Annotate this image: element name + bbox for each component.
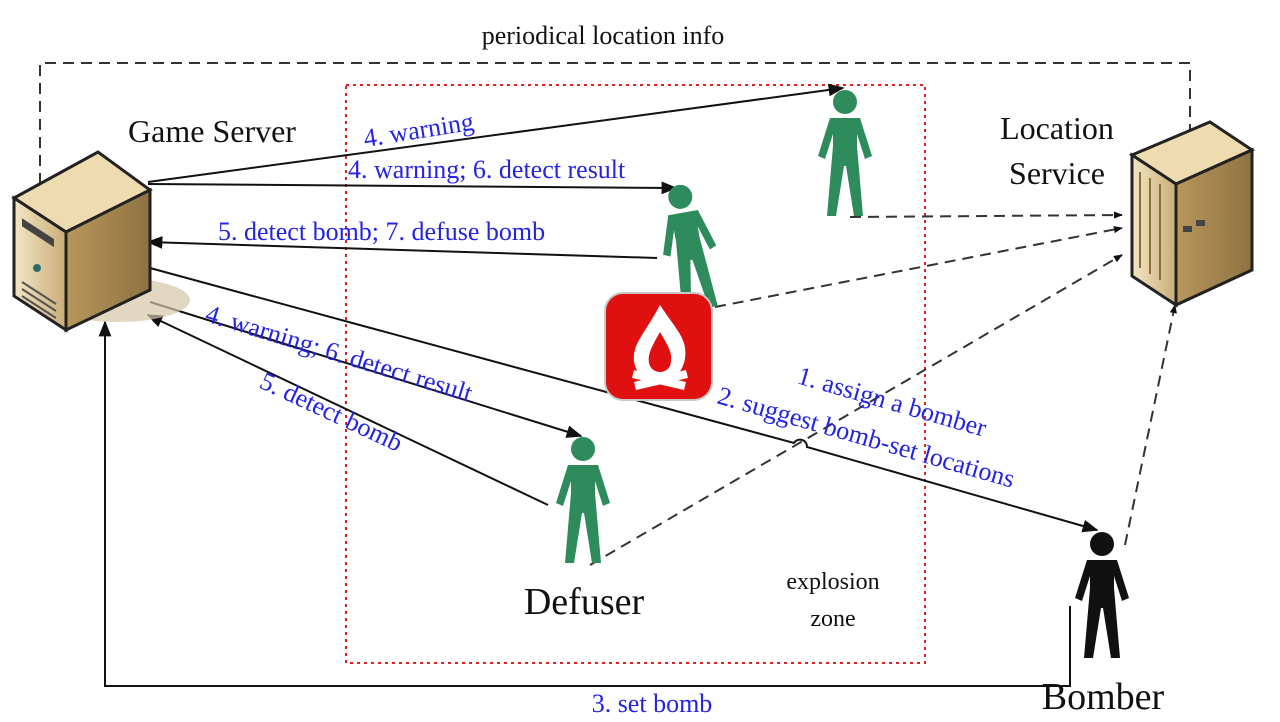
explosion-zone-label-line2: zone (810, 606, 855, 632)
bomber-person-icon (1075, 532, 1129, 658)
server-icon (11, 150, 190, 333)
bomber-label: Bomber (1042, 676, 1165, 718)
explosion-zone-boundary (345, 84, 926, 664)
message-warning-detect-result-mid: 4. warning; 6. detect result (348, 155, 626, 184)
location-report-line (1124, 304, 1177, 546)
location-server-icon (1128, 120, 1256, 308)
periodical-location-info-path (39, 62, 1194, 220)
message-warning-detect-result-low: 4. warning; 6. detect result (202, 299, 476, 408)
arrow-detect-bomb-low (146, 314, 549, 506)
location-report-line (714, 226, 1123, 308)
game-server-label: Game Server (128, 113, 296, 149)
explosion-zone-label-line1: explosion (786, 569, 879, 595)
arrow-assign-bomber (149, 267, 1099, 533)
location-report-line (589, 254, 1123, 566)
message-set-bomb: 3. set bomb (592, 689, 713, 718)
defuser-label: Defuser (524, 581, 645, 623)
message-detect-defuse: 5. detect bomb; 7. defuse bomb (218, 217, 545, 246)
arrow-warning-detect-mid (147, 181, 678, 195)
arrow-detect-defuse (146, 236, 658, 259)
person-icon (818, 90, 872, 216)
fire-icon (604, 292, 713, 401)
arrow-warning-top (147, 83, 845, 183)
arrow-set-bomb (98, 320, 1071, 687)
defuser-person-icon (556, 437, 610, 563)
arrow-warning-detect-low (149, 301, 583, 438)
periodical-location-info-label: periodical location info (482, 21, 725, 50)
location-service-label-line1: Location (1000, 110, 1114, 146)
location-service-label-line2: Service (1009, 155, 1105, 191)
location-report-line (849, 211, 1123, 219)
